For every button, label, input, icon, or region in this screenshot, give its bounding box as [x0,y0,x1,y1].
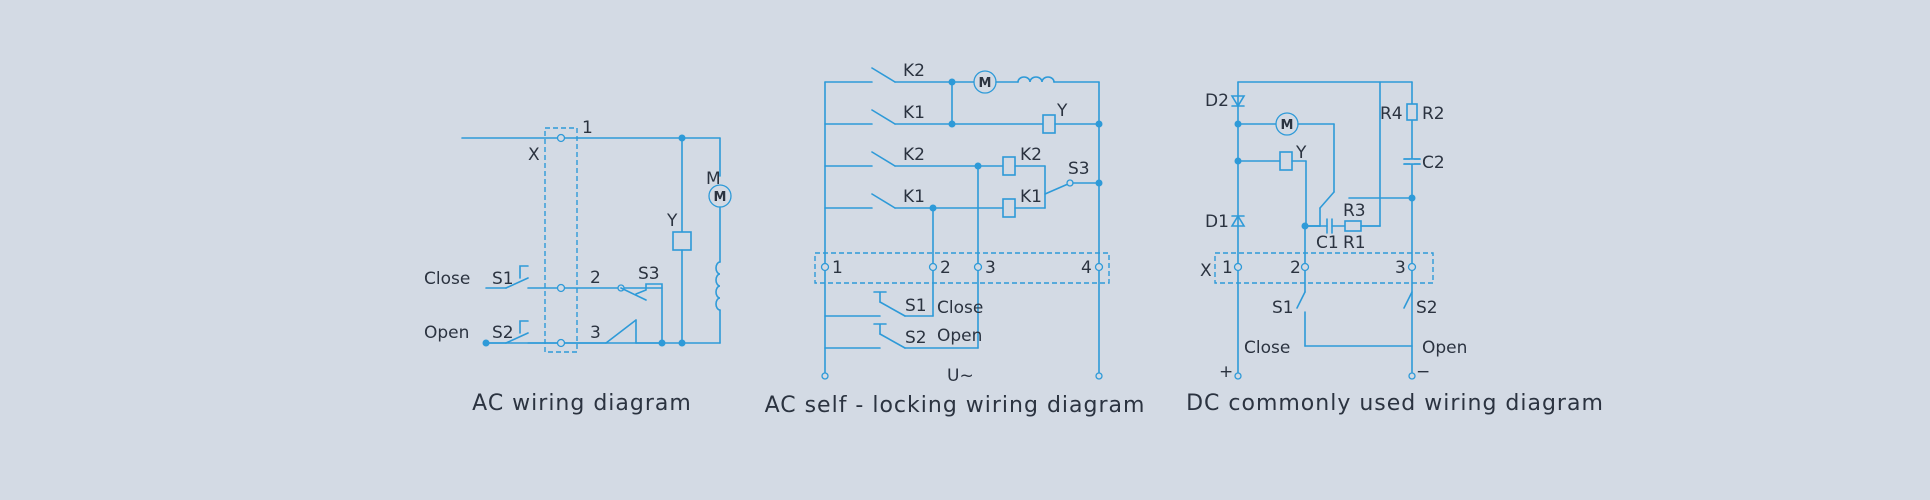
label-terminal-2: 2 [940,258,951,278]
label-terminal-3: 3 [590,323,601,343]
caption-ac-self-locking: AC self - locking wiring diagram [765,393,1146,418]
label-close: Close [1244,338,1290,358]
label-relay-k1: K1 [1020,187,1042,207]
label-terminal-2: 2 [1290,258,1301,278]
motor-winding-inductor [715,261,721,311]
label-coil-y: Y [666,211,678,231]
caption-dc-wiring: DC commonly used wiring diagram [1186,391,1604,416]
caption-ac-wiring: AC wiring diagram [472,391,692,416]
switch-s1 [505,277,529,289]
diode-d1 [1230,214,1246,227]
switch-s3 [1044,183,1069,195]
label-k1-mid: K1 [903,187,925,207]
label-r2: R2 [1422,104,1445,124]
label-d1: D1 [1205,212,1229,232]
label-close: Close [937,298,983,318]
label-r4: R4 [1380,104,1403,124]
label-k2-mid: K2 [903,145,925,165]
label-s1: S1 [905,296,927,316]
label-minus: − [1416,362,1430,382]
label-k2-top: K2 [903,61,925,81]
contact-k1-mid [871,193,896,209]
switch-s1 [879,301,906,317]
label-relay-k2: K2 [1020,145,1042,165]
switch-s2 [1403,291,1413,309]
motor-winding-inductor [1017,76,1055,83]
label-terminal-1: 1 [1222,258,1233,278]
ac-self-locking-diagram: M [765,61,1146,418]
label-d2: D2 [1205,91,1229,111]
diode-d2 [1230,95,1246,108]
label-motor: M [706,169,721,189]
label-open: Open [424,323,469,343]
label-coil-y: Y [1295,143,1307,163]
coil-y [1279,151,1293,171]
terminal-block-x [544,127,578,353]
label-open: Open [1422,338,1467,358]
switch-s3 [620,287,647,301]
svg-text:M: M [1281,118,1294,133]
contact-k2-mid [871,151,896,167]
label-s1: S1 [1272,298,1294,318]
label-r1: R1 [1343,233,1366,253]
coil-y [1042,114,1056,134]
terminal-block [814,252,1110,284]
contact-k1-top [871,109,896,125]
switch-s2 [879,333,906,349]
ac-wiring-diagram: M X 1 2 [424,118,732,416]
label-s3: S3 [1068,159,1090,179]
label-terminal-1: 1 [832,258,843,278]
label-s2: S2 [492,323,514,343]
label-terminal-1: 1 [582,118,593,138]
label-terminal-2: 2 [590,268,601,288]
label-close: Close [424,269,470,289]
svg-text:M: M [979,76,992,91]
label-s1: S1 [492,269,514,289]
label-open: Open [937,326,982,346]
label-c2: C2 [1422,153,1445,173]
relay-k1 [1002,198,1016,218]
relay-k2 [1002,156,1016,176]
label-s2: S2 [905,328,927,348]
label-terminal-4: 4 [1081,258,1092,278]
label-supply: U~ [947,366,974,386]
label-terminal-3: 3 [985,258,996,278]
switch-s2 [505,332,529,344]
label-x: X [1200,261,1212,281]
label-s3: S3 [638,264,660,284]
label-x: X [528,145,540,165]
label-c1: C1 [1316,233,1339,253]
label-k1-top: K1 [903,103,925,123]
resistor-r1-r3 [1344,220,1362,232]
label-terminal-3: 3 [1395,258,1406,278]
coil-y [672,231,692,251]
resistor-r4-r2 [1406,103,1418,121]
dc-wiring-diagram: M [1186,81,1604,416]
switch-s1 [1296,291,1306,309]
label-r3: R3 [1343,201,1366,221]
label-s2: S2 [1416,298,1438,318]
contact-k2-top [871,67,896,83]
svg-text:M: M [714,190,727,205]
label-plus: + [1219,362,1233,382]
terminal-block-x [1214,252,1434,284]
label-coil-y: Y [1056,101,1068,121]
